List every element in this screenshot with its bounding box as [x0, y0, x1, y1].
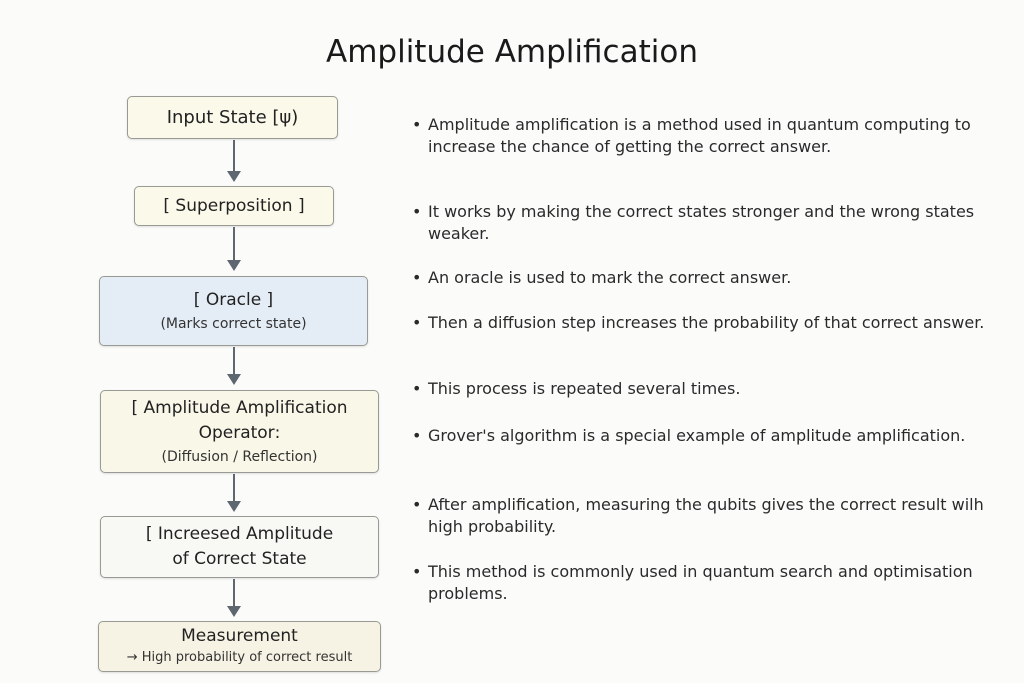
- box-title-line2: of Correct State: [172, 549, 307, 569]
- box-title: [ Superposition ]: [163, 195, 305, 216]
- arrow-icon: [227, 140, 241, 182]
- box-title: Input State [ψ): [166, 107, 299, 128]
- box-title: Measurement: [181, 625, 298, 646]
- arrow-icon: [227, 347, 241, 385]
- box-title: [ Amplitude Amplification: [131, 397, 348, 418]
- arrow-icon: [227, 579, 241, 617]
- bullet-item: An oracle is used to mark the correct an…: [412, 267, 988, 289]
- arrow-icon: [227, 474, 241, 512]
- increased-amplitude-box: [ Increesed Amplitude of Correct State: [100, 516, 379, 578]
- page-title: Amplitude Amplification: [326, 34, 698, 70]
- bullet-item: This process is repeated several times.: [412, 378, 988, 400]
- box-subtitle: → High probability of correct result: [126, 649, 353, 665]
- oracle-box: [ Oracle ] (Marks correct state): [99, 276, 368, 346]
- bullet-item: This method is commonly used in quantum …: [412, 561, 988, 604]
- box-subtitle: (Marks correct state): [160, 315, 307, 332]
- bullet-item: Then a diffusion step increases the prob…: [412, 312, 988, 334]
- bullet-item: Grover's algorithm is a special example …: [412, 425, 988, 447]
- input-state-box: Input State [ψ): [127, 96, 338, 139]
- box-title: [ Increesed Amplitude: [145, 524, 334, 544]
- arrow-icon: [227, 227, 241, 271]
- bullet-item: After amplification, measuring the qubit…: [412, 494, 988, 537]
- amplification-operator-box: [ Amplitude Amplification Operator꞉ (Dif…: [100, 390, 379, 473]
- box-title-line2: Operator꞉: [198, 422, 281, 443]
- box-title: [ Oracle ]: [193, 289, 274, 310]
- box-subtitle: (Diffusion / Reflection): [161, 448, 318, 465]
- bullet-item: Amplitude amplification is a method used…: [412, 114, 988, 157]
- bullet-item: It works by making the correct states st…: [412, 201, 988, 244]
- superposition-box: [ Superposition ]: [134, 186, 334, 226]
- measurement-box: Measurement → High probability of correc…: [98, 621, 381, 672]
